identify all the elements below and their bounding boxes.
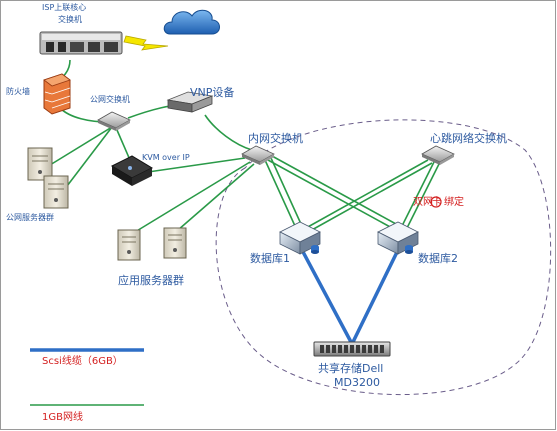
legend-scsi-label: Scsi线缆（6GB） [42, 354, 123, 367]
nic-bind-label-suffix: 绑定 [444, 195, 464, 208]
core-switch-icon[interactable] [39, 31, 123, 55]
heartbeat-switch-label: 心跳网络交换机 [430, 131, 507, 145]
kvm-label: KVM over IP [142, 153, 190, 162]
cable-pubswitch-srv1 [49, 126, 113, 166]
nic-bind-label-prefix: 双网 [413, 196, 433, 208]
intranet-switch-icon[interactable] [241, 145, 275, 165]
nic-bind-marker-icon [430, 196, 442, 208]
app-server-2-icon[interactable] [163, 227, 187, 259]
scsi-db2-storage [351, 249, 400, 343]
public-server-1-icon[interactable] [27, 147, 53, 181]
network-cables [49, 59, 440, 233]
public-switch-label: 公网交换机 [90, 94, 130, 104]
cable-vnp-intranet [204, 114, 253, 151]
cable-intranet-app1 [134, 161, 251, 233]
firewall-label: 防火墙 [6, 86, 30, 96]
cluster-boundary [215, 119, 552, 396]
core-switch-label-1: ISP上联核心 [42, 2, 86, 12]
scsi-db1-storage [300, 249, 353, 343]
database-2-icon[interactable] [377, 221, 419, 255]
firewall-icon[interactable] [43, 73, 71, 115]
database-1-icon[interactable] [279, 221, 321, 255]
legend-gb-label: 1GB网线 [42, 410, 83, 423]
kvm-device-icon[interactable] [110, 155, 154, 186]
app-server-group-label: 应用服务器群 [118, 273, 184, 287]
db2-label: 数据库2 [418, 251, 458, 265]
heartbeat-switch-icon[interactable] [421, 145, 455, 165]
vnp-device-label: VNP设备 [190, 85, 234, 99]
cloud-icon [163, 9, 220, 35]
public-switch-icon[interactable] [97, 111, 131, 131]
storage-array-icon[interactable] [313, 341, 391, 357]
scsi-cables [300, 249, 400, 343]
cable-pubswitch-srv2 [63, 126, 113, 191]
storage-label-2: MD3200 [334, 376, 380, 389]
public-server-2-icon[interactable] [43, 175, 69, 209]
app-server-1-icon[interactable] [117, 229, 141, 261]
core-switch-label-2: 交换机 [58, 14, 82, 24]
db1-label: 数据库1 [250, 251, 290, 265]
nic-bind-label-mark: 卡 [432, 195, 442, 208]
vnp-device-icon[interactable] [166, 91, 214, 113]
intranet-switch-label: 内网交换机 [248, 131, 303, 145]
lightning-icon [123, 35, 169, 51]
cable-intranet-app2 [177, 163, 255, 231]
cable-intranet-kvm [147, 157, 246, 173]
public-server-group-label: 公网服务器群 [6, 212, 54, 222]
storage-label-1: 共享存储Dell [318, 361, 383, 375]
cable-pubswitch-kvm [116, 129, 131, 161]
